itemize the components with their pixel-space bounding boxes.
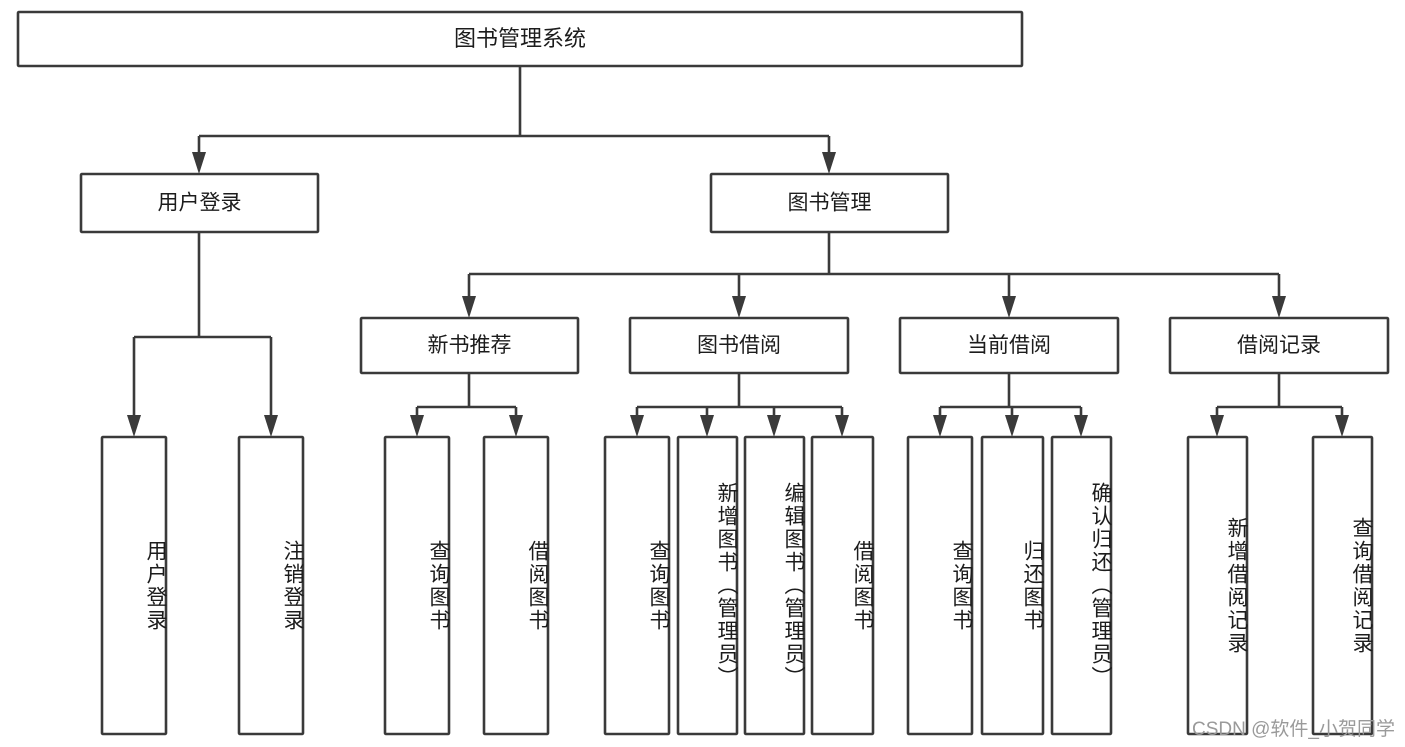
leaf-node-box[interactable]: [676, 435, 739, 736]
level2-node-3-box[interactable]: [1168, 316, 1390, 375]
leaf-node-box[interactable]: [980, 435, 1045, 736]
level2-node-0-box[interactable]: [359, 316, 580, 375]
level2-node-2-label: 当前借阅: [967, 334, 1051, 357]
arrow-head-icon: [822, 152, 836, 174]
leaf-node-box[interactable]: [237, 435, 305, 736]
arrow-head-icon: [1335, 415, 1349, 437]
leaf-node-box[interactable]: [603, 435, 671, 736]
arrow-head-icon: [732, 296, 746, 318]
leaf-node-box[interactable]: [906, 435, 974, 736]
arrow-head-icon: [1005, 415, 1019, 437]
arrow-head-icon: [933, 415, 947, 437]
level2-node-3-label: 借阅记录: [1237, 334, 1321, 357]
leaf-node-box[interactable]: [1311, 435, 1374, 736]
leaf-node-box[interactable]: [1186, 435, 1249, 736]
level2-node-1-label: 图书借阅: [697, 334, 781, 357]
leaf-node-box[interactable]: [1050, 435, 1113, 736]
leaf-node-box[interactable]: [100, 435, 168, 736]
level1-node-1-label: 图书管理: [788, 192, 872, 215]
arrow-head-icon: [1074, 415, 1088, 437]
level1-node-0-box[interactable]: [79, 172, 320, 234]
root-node-label: 图书管理系统: [454, 26, 586, 51]
arrow-head-icon: [630, 415, 644, 437]
level1-node-0-label: 用户登录: [158, 192, 242, 215]
level2-node-2-box[interactable]: [898, 316, 1120, 375]
arrow-head-icon: [410, 415, 424, 437]
node-box-layer: [16, 10, 1390, 736]
arrow-head-icon: [1002, 296, 1016, 318]
leaf-node-box[interactable]: [383, 435, 451, 736]
arrow-head-icon: [700, 415, 714, 437]
level2-node-0-label: 新书推荐: [428, 334, 512, 357]
arrow-head-icon: [192, 152, 206, 174]
arrow-head-icon: [1272, 296, 1286, 318]
root-node-box[interactable]: [16, 10, 1024, 68]
connector-layer: [127, 66, 1349, 437]
watermark-text: CSDN @软件_小贺同学: [1192, 719, 1395, 740]
arrow-head-icon: [264, 415, 278, 437]
arrow-head-icon: [767, 415, 781, 437]
arrow-head-icon: [1210, 415, 1224, 437]
leaf-node-box[interactable]: [810, 435, 875, 736]
arrow-head-icon: [462, 296, 476, 318]
arrow-head-icon: [835, 415, 849, 437]
leaf-node-box[interactable]: [482, 435, 550, 736]
leaf-node-box[interactable]: [743, 435, 806, 736]
arrow-head-icon: [509, 415, 523, 437]
arrow-head-icon: [127, 415, 141, 437]
level1-node-1-box[interactable]: [709, 172, 950, 234]
level2-node-1-box[interactable]: [628, 316, 850, 375]
